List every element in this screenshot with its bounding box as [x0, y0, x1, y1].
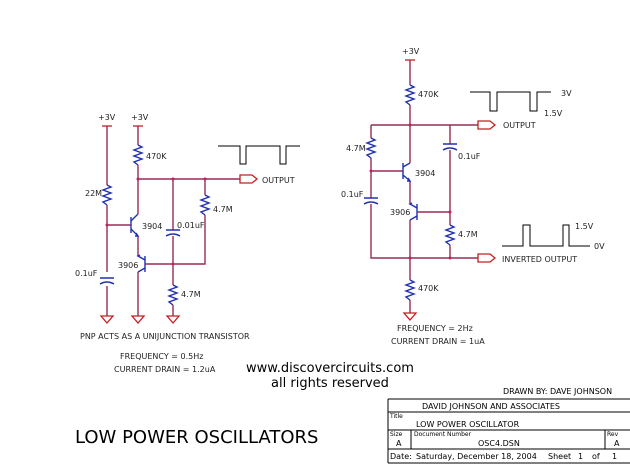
- left-circuit-current-label: CURRENT DRAIN = 1.2uA: [114, 365, 216, 374]
- transistor-3904: [130, 213, 140, 237]
- left-circuit-c-base-label: 0.1uF: [75, 269, 98, 278]
- title-block-rev-label-label: Rev: [607, 431, 619, 438]
- ground-symbol: [402, 312, 418, 321]
- capacitor-0.1uf-left: [363, 197, 379, 205]
- right-circuit-current-label: CURRENT DRAIN = 1uA: [391, 337, 485, 346]
- left-circuit-supply2-label: +3V: [131, 113, 149, 122]
- resistor-4.7m-right: [444, 224, 456, 246]
- title-block: DRAWN BY: DAVE JOHNSON DAVID JOHNSON AND…: [387, 387, 630, 464]
- capacitor-0.1uf-right: [442, 143, 458, 151]
- resistor-4.7m-mid: [199, 194, 211, 216]
- inverted-output-port: [477, 253, 497, 263]
- title-block-drawn-by-label: DRAWN BY: DAVE JOHNSON: [503, 387, 612, 396]
- left-circuit-frequency-label: FREQUENCY = 0.5Hz: [120, 352, 203, 361]
- resistor-470k-bottom: [404, 279, 416, 301]
- inverted-waveform: [502, 224, 590, 247]
- left-circuit-output-label: OUTPUT: [262, 176, 295, 185]
- left-circuit-r-top-label: 470K: [146, 152, 167, 161]
- resistor-4.7m-bottom: [167, 284, 179, 306]
- right-circuit-supply-label: +3V: [402, 47, 420, 56]
- right-circuit-c-right-label: 0.1uF: [458, 152, 481, 161]
- left-circuit-note-label: PNP ACTS AS A UNIJUNCTION TRANSISTOR: [80, 332, 250, 341]
- transistor-3906: [136, 254, 146, 273]
- left-circuit-r-bottom-label: 4.7M: [181, 290, 201, 299]
- right-circuit-r-bottom-label: 470K: [418, 284, 439, 293]
- title-block-size-label-label: Size: [390, 431, 403, 438]
- right-circuit-q2-label: 3906: [390, 208, 410, 217]
- right-circuit-inv-high-label: 1.5V: [575, 222, 594, 231]
- resistor-4.7m-left: [365, 137, 377, 159]
- left-circuit-q1-label: 3904: [142, 222, 162, 231]
- resistor-470k-top: [404, 84, 416, 106]
- title-block-sheets-label: 1: [612, 452, 617, 461]
- title-block-date-label: Saturday, December 18, 2004: [416, 452, 537, 461]
- left-circuit-q2-label: 3906: [118, 261, 138, 270]
- title-block-title-label: LOW POWER OSCILLATOR: [416, 420, 520, 429]
- site-rights: all rights reserved: [271, 376, 389, 391]
- ground-symbols: [99, 315, 181, 324]
- capacitor-0.1uf: [99, 277, 115, 285]
- title-block-of-label-label: of: [592, 452, 600, 461]
- title-block-company-label: DAVID JOHNSON AND ASSOCIATES: [422, 402, 560, 411]
- left-circuit: +3V +3V 22M 0.1uF 470K 3904 3906 OUTPUT …: [75, 113, 300, 374]
- right-circuit-out-low-label: 1.5V: [544, 109, 563, 118]
- page-title: LOW POWER OSCILLATORS: [75, 427, 318, 448]
- right-circuit-output-label: OUTPUT: [503, 121, 536, 130]
- right-circuit-inverted-output-label: INVERTED OUTPUT: [502, 255, 577, 264]
- transistor-3904: [402, 162, 412, 182]
- left-circuit-c-mid-label: 0.01uF: [177, 221, 205, 230]
- output-port: [239, 174, 259, 184]
- title-block-doc-label: OSC4.DSN: [478, 439, 520, 448]
- resistor-470k: [132, 144, 144, 166]
- right-circuit-c-left-label: 0.1uF: [341, 190, 364, 199]
- transistor-3906: [408, 202, 418, 221]
- title-block-doc-label-label: Document Number: [414, 431, 472, 438]
- left-circuit-r-base-label: 22M: [85, 189, 102, 198]
- right-circuit-r-left-label: 4.7M: [346, 144, 366, 153]
- title-block-sheet-label: 1: [578, 452, 583, 461]
- resistor-22m: [101, 184, 113, 206]
- output-waveform: [470, 91, 551, 112]
- right-circuit-q1-label: 3904: [415, 169, 435, 178]
- right-circuit-frequency-label: FREQUENCY = 2Hz: [397, 324, 473, 333]
- title-block-size-label: A: [396, 439, 402, 448]
- site-url: www.discovercircuits.com: [246, 361, 414, 376]
- right-circuit-inv-low-label: 0V: [594, 242, 605, 251]
- capacitor-0.01uf: [165, 229, 181, 237]
- right-circuit-r-top-label: 470K: [418, 90, 439, 99]
- left-circuit-supply1-label: +3V: [98, 113, 116, 122]
- right-circuit: +3V 470K OUTPUT INVERTED OUTPUT 4.7M 390…: [341, 47, 605, 346]
- right-circuit-out-high-label: 3V: [561, 89, 572, 98]
- left-circuit-r-mid-label: 4.7M: [213, 205, 233, 214]
- title-block-sheet-label-label: Sheet: [548, 452, 571, 461]
- title-block-rev-label: A: [614, 439, 620, 448]
- output-port: [477, 120, 497, 130]
- output-waveform: [218, 145, 300, 165]
- right-circuit-r-right-label: 4.7M: [458, 230, 478, 239]
- title-block-title-label-label: Title: [389, 413, 403, 420]
- title-block-date-label-label: Date:: [390, 452, 412, 461]
